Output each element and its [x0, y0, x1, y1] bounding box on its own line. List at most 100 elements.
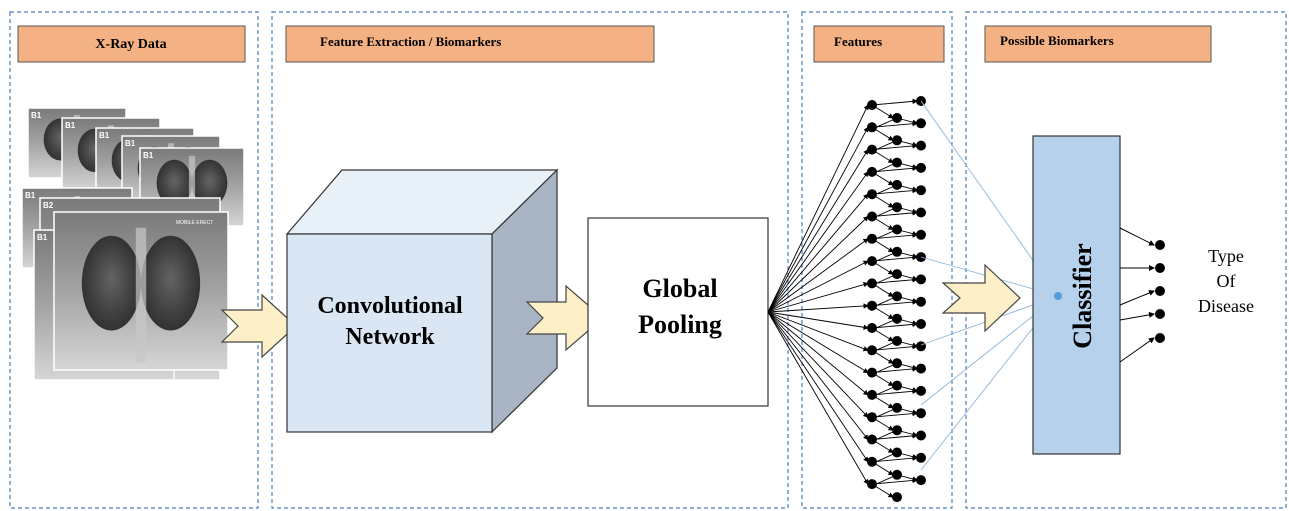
- section-features-frame: [801, 11, 953, 509]
- feature-node: [916, 162, 926, 173]
- lung-shape: [141, 235, 201, 331]
- pooling-fan-connections: [767, 104, 869, 485]
- feature-node: [867, 278, 877, 289]
- output-label-disease: Disease: [1198, 296, 1254, 316]
- output-label-type: Type: [1208, 246, 1244, 266]
- feature-node: [892, 202, 902, 213]
- feature-node: [916, 430, 926, 441]
- output-node: [1155, 309, 1165, 319]
- net-edge: [871, 388, 918, 396]
- header-box-extraction: [285, 25, 655, 63]
- feature-node: [916, 475, 926, 486]
- feature-node: [916, 207, 926, 218]
- feature-node: [867, 122, 877, 133]
- fan-line: [767, 303, 869, 313]
- output-node: [1155, 263, 1165, 273]
- header-features: Features: [834, 34, 882, 49]
- feature-node: [892, 135, 902, 146]
- net-edge: [871, 344, 918, 351]
- net-edge: [871, 210, 918, 217]
- feature-node: [892, 492, 902, 503]
- output-edge: [1119, 290, 1155, 306]
- conv-label-line1: Convolutional: [317, 293, 463, 319]
- fan-line: [767, 311, 869, 441]
- net-edge: [871, 299, 918, 307]
- feature-node: [916, 385, 926, 396]
- fan-line: [767, 215, 869, 313]
- fan-line: [767, 104, 869, 313]
- classifier-box: [1032, 135, 1121, 455]
- feature-node: [892, 224, 902, 235]
- feature-node: [867, 211, 877, 222]
- feature-node: [916, 185, 926, 196]
- feature-node: [892, 291, 902, 302]
- feature-node: [892, 313, 902, 324]
- classifier-block: Classifier: [1032, 135, 1121, 455]
- feature-node: [867, 300, 877, 311]
- feature-node: [867, 345, 877, 356]
- spine-shape: [188, 155, 196, 223]
- net-edge: [871, 232, 918, 240]
- output-edge: [1119, 311, 1155, 321]
- xray-tag: B1: [65, 121, 76, 130]
- feature-node: [916, 118, 926, 129]
- feature-node: [892, 269, 902, 280]
- classifier-input-dot: [1054, 292, 1062, 300]
- xray-caption: MOBILE ERECT: [176, 220, 213, 226]
- fan-line: [767, 311, 869, 485]
- header-feature-extraction: Feature Extraction / Biomarkers: [320, 34, 501, 49]
- feature-node: [916, 140, 926, 151]
- fan-line: [767, 311, 869, 418]
- header-xray-data: X-Ray Data: [95, 37, 166, 52]
- header-box-biomarkers: [984, 25, 1212, 63]
- pooling-label-line1: Global: [642, 274, 717, 303]
- fan-line: [767, 311, 869, 330]
- feature-node: [867, 412, 877, 423]
- xray-tag: B1: [125, 139, 136, 148]
- feature-node: [892, 469, 902, 480]
- feature-node: [916, 408, 926, 419]
- feature-node: [916, 319, 926, 329]
- convolutional-network-cube: Convolutional Network: [285, 168, 559, 434]
- feature-node: [892, 425, 902, 436]
- feature-node: [892, 402, 902, 413]
- arrow-xray-to-conv: [220, 293, 297, 359]
- feature-node: [867, 434, 877, 445]
- feature-node: [892, 358, 902, 369]
- section-biomarkers-frame: [965, 11, 1287, 509]
- global-pooling-box: [587, 217, 769, 407]
- cube-front-face: [286, 233, 493, 433]
- net-edge: [871, 98, 918, 106]
- net-edge: [871, 187, 918, 195]
- feature-node: [867, 456, 877, 467]
- fan-line: [767, 311, 869, 352]
- fan-line: [767, 311, 869, 396]
- net-edge: [871, 410, 918, 418]
- output-label-of: Of: [1217, 271, 1236, 291]
- feature-node: [867, 367, 877, 378]
- arrow-conv-to-pooling: [525, 284, 604, 352]
- feature-node: [892, 113, 902, 123]
- fan-line: [767, 148, 869, 313]
- feature-node: [892, 179, 902, 190]
- fan-line: [767, 311, 869, 374]
- global-pooling-block: Global Pooling: [587, 217, 769, 407]
- conv-label-line2: Network: [345, 324, 435, 350]
- feature-node: [867, 323, 877, 333]
- lung-shape: [81, 235, 141, 331]
- net-edge: [871, 455, 918, 463]
- net-edge: [871, 165, 918, 173]
- xray-tag: B1: [143, 151, 154, 160]
- fan-line: [767, 311, 869, 463]
- feature-node: [916, 274, 926, 285]
- xray-tag: B1: [25, 191, 36, 200]
- feature-node: [916, 341, 926, 352]
- fan-line: [767, 282, 869, 313]
- net-edge: [871, 366, 918, 374]
- spine-shape: [135, 227, 147, 363]
- fan-line: [767, 238, 869, 313]
- header-box-features: [813, 25, 945, 63]
- output-node: [1155, 286, 1165, 296]
